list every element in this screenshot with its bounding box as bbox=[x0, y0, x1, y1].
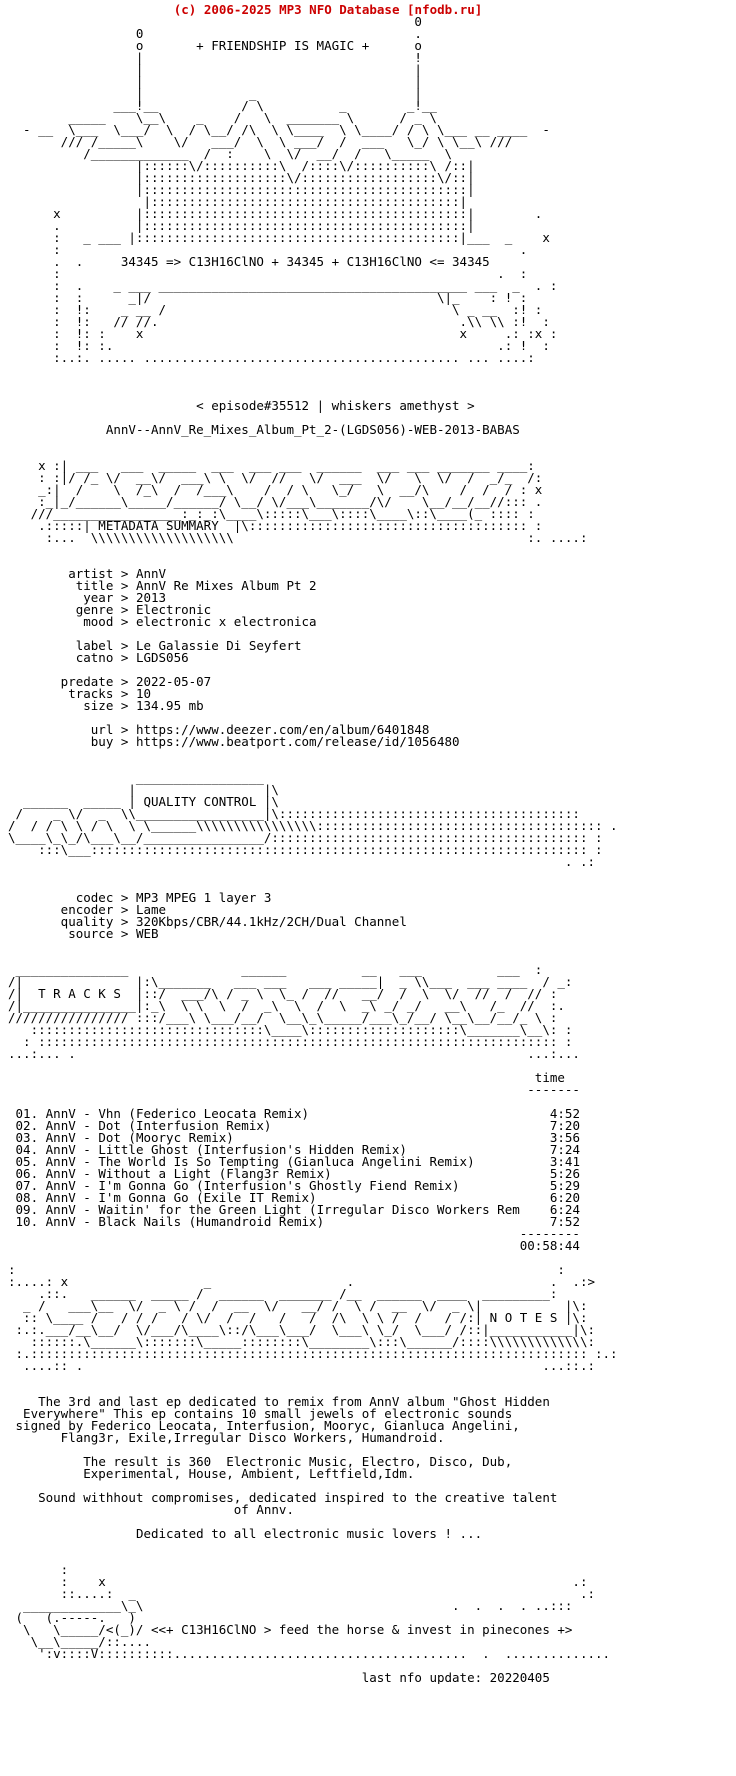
track-time: 7:52 bbox=[549, 1214, 580, 1229]
encoder-value: Lame bbox=[135, 902, 167, 917]
track-title: AnnV - Dot (Interfusion Remix) bbox=[45, 1118, 272, 1133]
tracklist: 01. AnnV - Vhn (Federico Leocata Remix) … bbox=[8, 1106, 728, 1229]
track-row: 04. AnnV - Little Ghost (Interfusion's H… bbox=[8, 1142, 728, 1157]
track-number: 10. bbox=[15, 1214, 39, 1229]
track-title: AnnV - I'm Gonna Go (Exile IT Remix) bbox=[45, 1190, 317, 1205]
predate-value: 2022-05-07 bbox=[135, 674, 212, 689]
track-row: 09. AnnV - Waitin' for the Green Light (… bbox=[8, 1202, 728, 1217]
track-number: 01. bbox=[15, 1106, 39, 1121]
track-time: 7:24 bbox=[549, 1142, 580, 1157]
deezer-url-link[interactable]: https://www.deezer.com/en/album/6401848 bbox=[135, 722, 430, 737]
title-value: AnnV Re Mixes Album Pt 2 bbox=[135, 578, 317, 593]
nfodb-header: (c) 2006-2025 MP3 NFO Database [nfodb.ru… bbox=[173, 4, 483, 17]
track-title: AnnV - Without a Light (Flang3r Remix) bbox=[45, 1166, 332, 1181]
track-number: 07. bbox=[15, 1178, 39, 1193]
track-row: 05. AnnV - The World Is So Tempting (Gia… bbox=[8, 1154, 728, 1169]
track-title: AnnV - Vhn (Federico Leocata Remix) bbox=[45, 1106, 310, 1121]
track-row: 08. AnnV - I'm Gonna Go (Exile IT Remix)… bbox=[8, 1190, 728, 1205]
track-time: 3:41 bbox=[549, 1154, 580, 1169]
track-row: 07. AnnV - I'm Gonna Go (Interfusion's G… bbox=[8, 1178, 728, 1193]
total-time: 00:58:44 bbox=[519, 1238, 580, 1253]
nfo-document: (c) 2006-2025 MP3 NFO Database [nfodb.ru… bbox=[8, 4, 728, 1684]
notes-paragraph-2: The result is 360 Electronic Music, Elec… bbox=[83, 1454, 513, 1481]
track-title: AnnV - Waitin' for the Green Light (Irre… bbox=[45, 1202, 520, 1217]
track-title: AnnV - Dot (Mooryc Remix) bbox=[45, 1130, 234, 1145]
quality-control-banner: _________________ | |\ ______ _____ | QU… bbox=[8, 770, 618, 869]
track-row: 01. AnnV - Vhn (Federico Leocata Remix) … bbox=[8, 1106, 728, 1121]
label-value: Le Galassie Di Seyfert bbox=[135, 638, 302, 653]
source-value: WEB bbox=[135, 926, 159, 941]
notes-banner: : : :....: x _ . . .:> .::. ______ _____… bbox=[8, 1262, 618, 1373]
beatport-buy-link[interactable]: https://www.beatport.com/release/id/1056… bbox=[135, 734, 460, 749]
tracks-time-header: time bbox=[534, 1070, 565, 1085]
track-number: 06. bbox=[15, 1166, 39, 1181]
year-value: 2013 bbox=[135, 590, 167, 605]
track-time: 4:52 bbox=[549, 1106, 580, 1121]
track-time: 5:26 bbox=[549, 1166, 580, 1181]
track-time: 7:20 bbox=[549, 1118, 580, 1133]
track-number: 08. bbox=[15, 1190, 39, 1205]
track-time: 6:20 bbox=[549, 1190, 580, 1205]
track-title: AnnV - I'm Gonna Go (Interfusion's Ghost… bbox=[45, 1178, 460, 1193]
track-number: 02. bbox=[15, 1118, 39, 1133]
track-title: AnnV - The World Is So Tempting (Gianluc… bbox=[45, 1154, 475, 1169]
track-number: 03. bbox=[15, 1130, 39, 1145]
track-row: 10. AnnV - Black Nails (Humandroid Remix… bbox=[8, 1214, 728, 1229]
track-number: 04. bbox=[15, 1142, 39, 1157]
notes-paragraph-4: Dedicated to all electronic music lovers… bbox=[135, 1526, 483, 1541]
track-row: 03. AnnV - Dot (Mooryc Remix) 3:56 bbox=[8, 1130, 728, 1145]
track-time: 5:29 bbox=[549, 1178, 580, 1193]
notes-paragraph-3: Sound withhout compromises, dedicated in… bbox=[38, 1490, 558, 1517]
track-title: AnnV - Little Ghost (Interfusion's Hidde… bbox=[45, 1142, 407, 1157]
logo-ascii-art: 0 0 . o + FRIENDSHIP IS MAGIC + o | ! | bbox=[23, 14, 558, 365]
release-name: AnnV--AnnV_Re_Mixes_Album_Pt_2-(LGDS056)… bbox=[105, 422, 520, 437]
track-number: 05. bbox=[15, 1154, 39, 1169]
codec-value: MP3 MPEG 1 layer 3 bbox=[135, 890, 272, 905]
last-update: last nfo update: 20220405 bbox=[361, 1670, 550, 1684]
genre-value: Electronic bbox=[135, 602, 212, 617]
track-row: 02. AnnV - Dot (Interfusion Remix) 7:20 bbox=[8, 1118, 728, 1133]
artist-value: AnnV bbox=[135, 566, 167, 581]
episode-tag: < episode#35512 | whiskers amethyst > bbox=[196, 398, 475, 413]
size-value: 134.95 mb bbox=[135, 698, 204, 713]
track-row: 06. AnnV - Without a Light (Flang3r Remi… bbox=[8, 1166, 728, 1181]
track-time: 3:56 bbox=[549, 1130, 580, 1145]
track-number: 09. bbox=[15, 1202, 39, 1217]
track-title: AnnV - Black Nails (Humandroid Remix) bbox=[45, 1214, 325, 1229]
mood-value: electronic x electronica bbox=[135, 614, 317, 629]
tracks-count-value: 10 bbox=[135, 686, 151, 701]
footer-ascii-art: : : x .: ::....: _ .: _____________\_\ bbox=[15, 1562, 611, 1661]
track-time: 6:24 bbox=[549, 1202, 580, 1217]
quality-value: 320Kbps/CBR/44.1kHz/2CH/Dual Channel bbox=[135, 914, 407, 929]
tracks-banner: _______________ ______ __ ___ ___ : /| |… bbox=[8, 962, 580, 1061]
metadata-summary-banner: x :| ___ ___ _____ ___ ___ ___ ______ __… bbox=[30, 458, 588, 545]
notes-paragraph-1: The 3rd and last ep dedicated to remix f… bbox=[15, 1394, 550, 1445]
catno-value: LGDS056 bbox=[135, 650, 189, 665]
